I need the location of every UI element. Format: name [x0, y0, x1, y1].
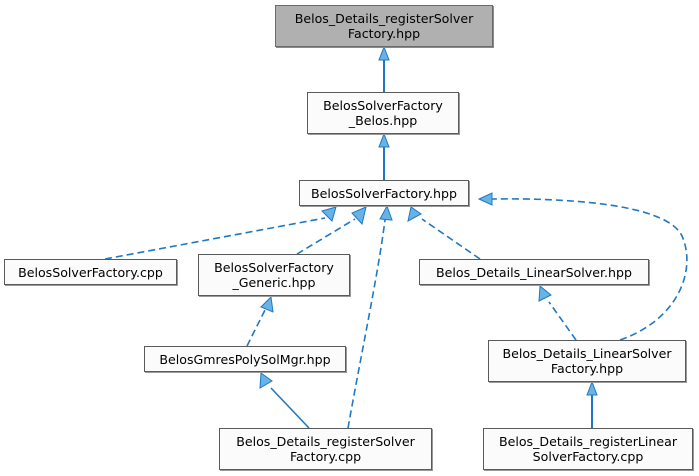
- edge-belossolverfactory-generic-to-belossolverfactory-hpp: [296, 206, 367, 255]
- edge-belossolverfactory-hpp-to-belossolverfactory-belos: [378, 132, 390, 180]
- node-belos-details-registerlinearsolverfactory-cpp[interactable]: Belos_Details_registerLinear SolverFacto…: [483, 428, 693, 470]
- edge-registerlinearsolverfactory-cpp-to-linearsolverfactory: [586, 380, 598, 428]
- node-belossolverfactory-generic-hpp[interactable]: BelosSolverFactory _Generic.hpp: [198, 254, 350, 296]
- edge-registersolverfactory-cpp-to-belosgmrespolysolmgr: [259, 372, 310, 429]
- edge-belossolverfactory-cpp-to-belossolverfactory-hpp: [104, 206, 337, 260]
- node-belos-details-registersolverfactory-cpp[interactable]: Belos_Details_registerSolver Factory.cpp: [219, 428, 432, 470]
- node-belos-details-linearsolverfactory-hpp[interactable]: Belos_Details_LinearSolver Factory.hpp: [488, 340, 686, 382]
- edge-belossolverfactory-belos-to-registersolverfactory-hpp: [378, 45, 390, 92]
- node-belos-details-registersolverfactory-hpp[interactable]: Belos_Details_registerSolver Factory.hpp: [275, 5, 493, 47]
- node-belossolverfactory-cpp[interactable]: BelosSolverFactory.cpp: [4, 259, 177, 285]
- node-belossolverfactory-hpp[interactable]: BelosSolverFactory.hpp: [299, 180, 469, 206]
- edge-belos-details-linearsolver-to-belossolverfactory-hpp: [407, 206, 481, 260]
- node-belossolverfactory-belos-hpp[interactable]: BelosSolverFactory _Belos.hpp: [307, 92, 459, 134]
- edge-linearsolverfactory-to-linearsolver: [538, 284, 577, 341]
- node-belos-details-linearsolver-hpp[interactable]: Belos_Details_LinearSolver.hpp: [419, 259, 649, 285]
- edge-registersolverfactory-cpp-to-belossolverfactory-hpp: [347, 204, 393, 429]
- node-belosgmrespolysolmgr-hpp[interactable]: BelosGmresPolySolMgr.hpp: [144, 346, 346, 372]
- edge-belosgmrespolysolmgr-to-belossolverfactory-generic: [246, 295, 274, 347]
